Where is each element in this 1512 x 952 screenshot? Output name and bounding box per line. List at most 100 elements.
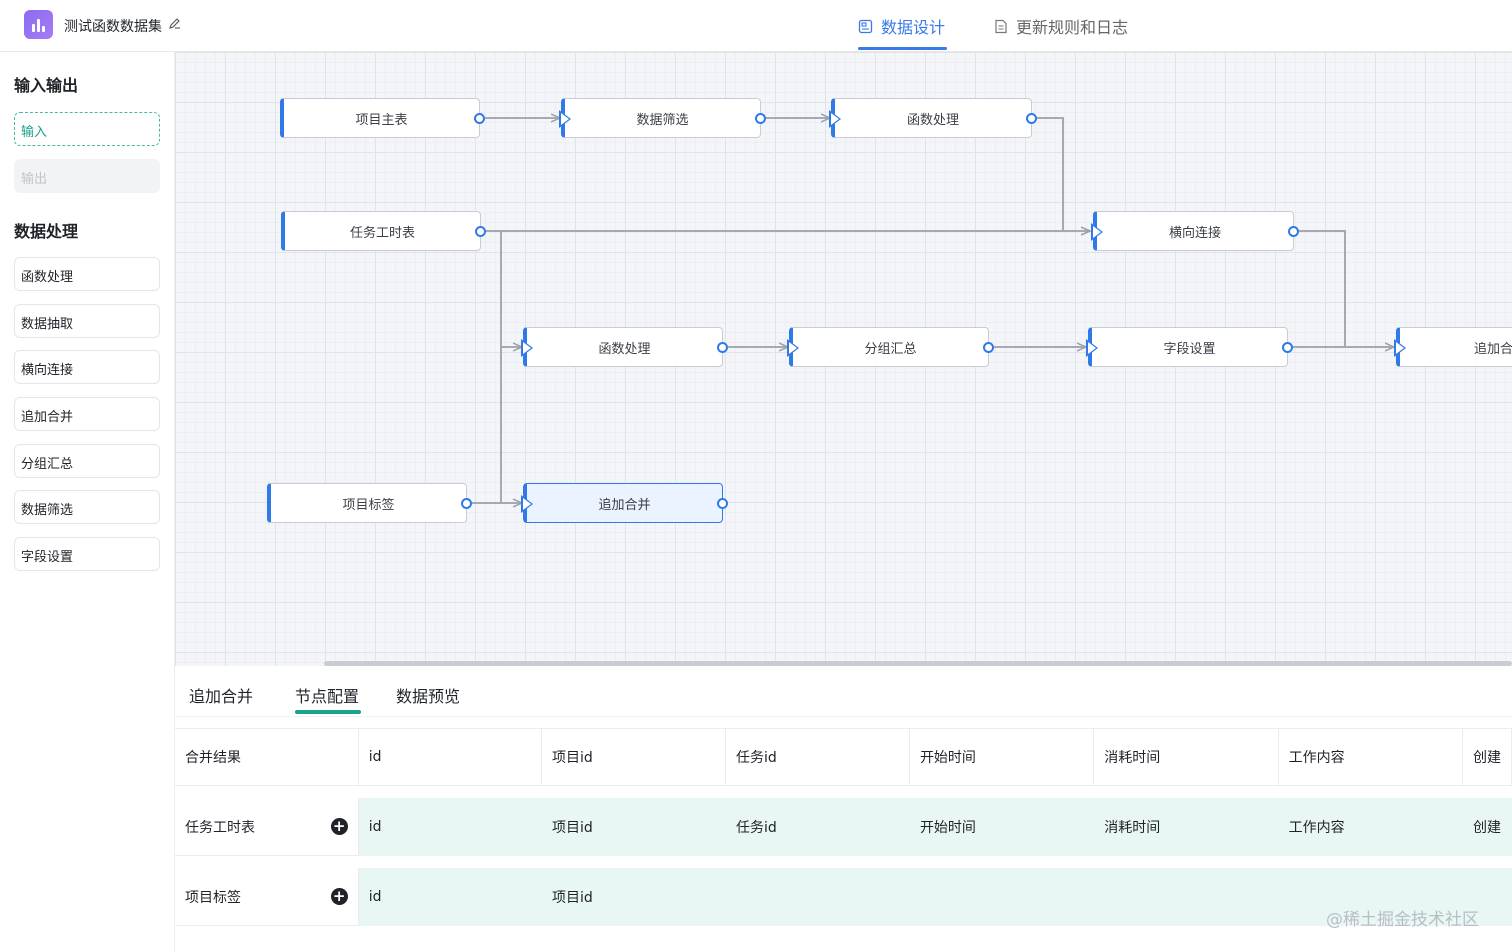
table-header-row: 合并结果 id 项目id 任务id 开始时间 消耗时间 工作内容 创建 xyxy=(175,728,1512,786)
row-source: 任务工时表 + xyxy=(175,798,359,856)
node-palette-sidebar: 输入输出 输入 输出 数据处理 函数处理 数据抽取 横向连接 追加合并 分组汇总… xyxy=(0,52,175,952)
node-label: 追加合并 xyxy=(598,497,651,513)
flow-node[interactable]: 数据筛选 xyxy=(559,98,766,138)
table-cell[interactable]: id xyxy=(358,868,542,926)
node-label: 数据筛选 xyxy=(636,112,689,128)
panel-tab-node-name[interactable]: 追加合并 xyxy=(189,687,254,706)
table-cell[interactable]: id xyxy=(358,798,542,856)
merge-config-table: 合并结果 id 项目id 任务id 开始时间 消耗时间 工作内容 创建 任务工时… xyxy=(175,728,1512,926)
table-cell[interactable]: 任务id xyxy=(725,798,910,856)
input-port[interactable] xyxy=(829,110,841,128)
edit-title-icon[interactable] xyxy=(168,16,182,30)
table-cell[interactable] xyxy=(1462,868,1512,926)
io-heading: 输入输出 xyxy=(14,76,79,95)
node-label: 分组汇总 xyxy=(864,341,917,357)
output-port[interactable] xyxy=(1026,113,1037,124)
table-cell[interactable]: 工作内容 xyxy=(1278,798,1463,856)
input-port[interactable] xyxy=(521,495,533,513)
input-port[interactable] xyxy=(1091,223,1103,241)
node-label: 字段设置 xyxy=(1163,341,1216,357)
node-config-panel: 追加合并 节点配置 数据预览 合并结果 id 项目id 任务id 开始时间 消耗… xyxy=(175,666,1512,952)
table-cell[interactable] xyxy=(1278,868,1463,926)
node-label: 函数处理 xyxy=(906,112,959,128)
palette-item-group[interactable]: 分组汇总 xyxy=(14,444,160,478)
table-header-cell: 消耗时间 xyxy=(1094,728,1279,786)
palette-item-append[interactable]: 追加合并 xyxy=(14,397,160,431)
top-header: 测试函数数据集 数据设计 更新规则和日志 xyxy=(0,0,1512,52)
table-cell[interactable] xyxy=(909,868,1095,926)
input-port[interactable] xyxy=(521,339,533,357)
output-port[interactable] xyxy=(474,113,485,124)
edge xyxy=(1037,117,1090,231)
panel-tab-node-config[interactable]: 节点配置 xyxy=(295,687,360,706)
table-cell[interactable]: 项目id xyxy=(542,798,726,856)
table-header-cell: 项目id xyxy=(542,728,726,786)
table-header-cell: 合并结果 xyxy=(175,728,359,786)
flow-node[interactable]: 横向连接 xyxy=(1091,211,1299,251)
node-label: 任务工时表 xyxy=(349,225,415,241)
palette-item-function[interactable]: 函数处理 xyxy=(14,257,160,291)
table-header-cell: id xyxy=(358,728,542,786)
canvas-horizontal-scrollbar[interactable] xyxy=(324,661,1512,666)
node-label: 追加合 xyxy=(1474,341,1512,357)
flow-node[interactable]: 任务工时表 xyxy=(281,211,486,251)
table-cell[interactable]: 开始时间 xyxy=(909,798,1095,856)
palette-item-field-settings[interactable]: 字段设置 xyxy=(14,537,160,571)
tab-data-design-label: 数据设计 xyxy=(881,18,946,37)
output-port[interactable] xyxy=(983,342,994,353)
palette-item-output[interactable]: 输出 xyxy=(14,159,160,193)
flow-node[interactable]: 追加合 xyxy=(1394,327,1512,367)
flow-node[interactable]: 函数处理 xyxy=(829,98,1037,138)
output-port[interactable] xyxy=(1288,226,1299,237)
panel-divider xyxy=(175,716,1512,717)
tab-update-rules[interactable]: 更新规则和日志 xyxy=(994,14,1128,38)
add-field-icon[interactable]: + xyxy=(330,888,348,905)
node-label: 项目标签 xyxy=(342,497,395,513)
row-source-label: 项目标签 xyxy=(185,889,241,906)
table-cell[interactable] xyxy=(725,868,910,926)
table-cell[interactable]: 消耗时间 xyxy=(1094,798,1279,856)
flow-node[interactable]: 函数处理 xyxy=(521,327,728,367)
output-port[interactable] xyxy=(1282,342,1293,353)
tab-update-rules-label: 更新规则和日志 xyxy=(1016,18,1129,37)
table-header-cell: 开始时间 xyxy=(909,728,1095,786)
output-port[interactable] xyxy=(717,342,728,353)
process-heading: 数据处理 xyxy=(14,222,79,241)
panel-tab-data-preview[interactable]: 数据预览 xyxy=(396,687,461,706)
table-cell[interactable]: 创建 xyxy=(1462,798,1512,856)
table-cell[interactable]: 项目id xyxy=(542,868,726,926)
node-label: 函数处理 xyxy=(598,341,651,357)
input-port[interactable] xyxy=(1086,339,1098,357)
table-row: 项目标签 + id 项目id xyxy=(175,868,1512,926)
table-header-cell: 工作内容 xyxy=(1278,728,1463,786)
design-icon xyxy=(858,19,873,33)
table-header-cell: 创建 xyxy=(1462,728,1512,786)
input-port[interactable] xyxy=(787,339,799,357)
output-port[interactable] xyxy=(475,226,486,237)
flow-node[interactable]: 项目主表 xyxy=(280,98,485,138)
flow-node[interactable]: 项目标签 xyxy=(267,483,472,523)
dataset-title: 测试函数数据集 xyxy=(64,19,162,35)
chart-app-icon xyxy=(24,10,53,39)
output-port[interactable] xyxy=(461,498,472,509)
flow-node[interactable]: 分组汇总 xyxy=(787,327,994,367)
watermark: @稀土掘金技术社区 xyxy=(1326,910,1479,930)
edge xyxy=(1299,230,1346,347)
palette-item-input[interactable]: 输入 xyxy=(14,112,160,146)
table-row: 任务工时表 + id 项目id 任务id 开始时间 消耗时间 工作内容 创建 xyxy=(175,798,1512,856)
tab-data-design[interactable]: 数据设计 xyxy=(858,14,945,38)
edge-layer xyxy=(472,52,1512,666)
flow-canvas[interactable]: 项目主表 数据筛选 函数处理 任务工时表 横向连接 函数处理 分组汇总 字段设置… xyxy=(175,52,1512,666)
output-port[interactable] xyxy=(717,498,728,509)
palette-item-filter[interactable]: 数据筛选 xyxy=(14,490,160,524)
palette-item-extract[interactable]: 数据抽取 xyxy=(14,304,160,338)
flow-node-selected[interactable]: 追加合并 xyxy=(521,483,728,523)
table-cell[interactable] xyxy=(1094,868,1279,926)
palette-item-join[interactable]: 横向连接 xyxy=(14,350,160,384)
flow-node[interactable]: 字段设置 xyxy=(1086,327,1293,367)
add-field-icon[interactable]: + xyxy=(330,818,348,835)
input-port[interactable] xyxy=(1394,339,1406,357)
output-port[interactable] xyxy=(755,113,766,124)
input-port[interactable] xyxy=(559,110,571,128)
active-tab-indicator xyxy=(858,47,947,50)
